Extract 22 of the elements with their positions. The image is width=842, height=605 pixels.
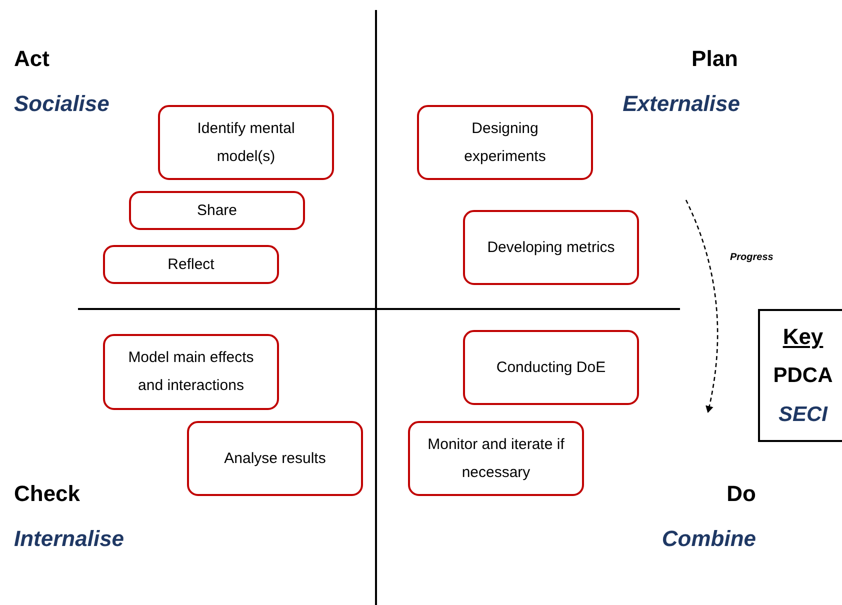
key-entry: PDCA [773,364,833,388]
quadrant-title: Act [14,46,50,72]
key-heading: Key [782,324,824,350]
step-box: Monitor and iterate if necessary [408,421,584,496]
quadrant-subtitle: Socialise [14,91,110,117]
step-box: Analyse results [187,421,363,496]
step-box: Share [129,191,305,230]
quadrant-subtitle: Internalise [14,526,124,552]
key-panel [758,309,842,442]
step-box: Developing metrics [463,210,639,285]
step-box: Reflect [103,245,279,284]
step-box: Model main effects and interactions [103,334,279,410]
step-box: Identify mental model(s) [158,105,334,180]
quadrant-subtitle: Externalise [622,91,740,117]
step-box: Conducting DoE [463,330,639,405]
quadrant-title: Plan [692,46,738,72]
direction-label: Progress [730,252,774,263]
quadrant-title: Do [726,481,756,507]
quadrant-title: Check [14,481,80,507]
quadrant-subtitle: Combine [662,526,756,552]
key-entry: SECI [778,402,828,427]
step-box: Designing experiments [417,105,593,180]
